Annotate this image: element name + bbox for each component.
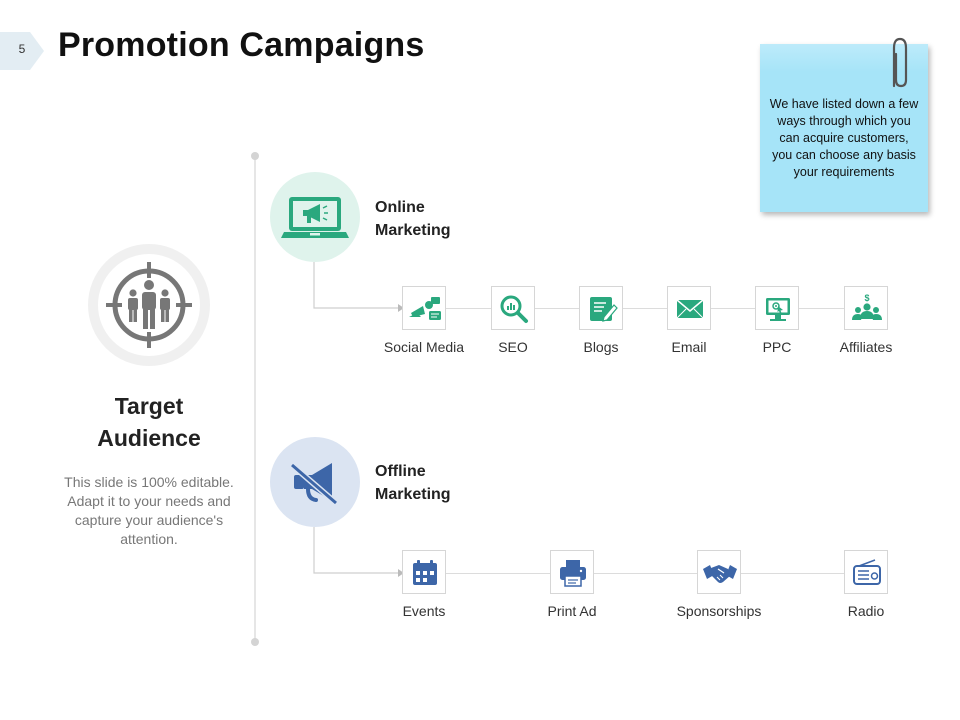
radio-icon (853, 559, 881, 585)
paperclip-icon (892, 37, 908, 88)
channel-ppc[interactable] (755, 286, 799, 330)
target-people-icon (106, 262, 192, 348)
muted-megaphone-icon (290, 462, 338, 506)
channel-seo-label: SEO (498, 339, 528, 355)
channel-radio[interactable] (844, 550, 888, 594)
channel-social-media[interactable] (402, 286, 446, 330)
channel-events-label: Events (402, 603, 446, 619)
offline-connector-arrow (313, 527, 404, 577)
ppc-monitor-icon (766, 298, 790, 321)
divider-dot-top (251, 152, 259, 160)
channel-radio-label: Radio (847, 603, 885, 619)
online-channels-line (446, 308, 868, 309)
channel-blogs[interactable] (579, 286, 623, 330)
target-audience-badge (88, 244, 210, 366)
target-audience-description: This slide is 100% editable. Adapt it to… (64, 474, 234, 547)
handshake-icon (703, 565, 737, 583)
slide-number-tab: 5 (0, 32, 44, 70)
offline-channels-line (446, 573, 868, 574)
channel-affiliates[interactable]: $ (844, 286, 888, 330)
laptop-megaphone-icon (281, 197, 349, 238)
channel-sponsorships[interactable] (697, 550, 741, 594)
channel-email[interactable] (667, 286, 711, 330)
channel-print-ad-label: Print Ad (547, 603, 597, 619)
divider-line (254, 156, 256, 642)
blog-edit-icon (590, 297, 618, 322)
sticky-note-text: We have listed down a few ways through w… (769, 97, 919, 179)
seo-magnifier-icon (500, 295, 528, 323)
channel-sponsorships-label: Sponsorships (676, 603, 762, 619)
channel-ppc-label: PPC (762, 339, 792, 355)
svg-text:$: $ (864, 293, 869, 303)
printer-icon (560, 560, 586, 587)
page-title: Promotion Campaigns (58, 26, 425, 64)
divider-dot-bottom (251, 638, 259, 646)
online-connector-arrow (313, 262, 404, 312)
channel-social-media-label: Social Media (383, 339, 465, 355)
email-envelope-icon (676, 299, 704, 319)
channel-events[interactable] (402, 550, 446, 594)
calendar-icon (413, 560, 437, 585)
channel-email-label: Email (671, 339, 707, 355)
offline-marketing-circle (270, 437, 360, 527)
channel-seo[interactable] (491, 286, 535, 330)
channel-print-ad[interactable] (550, 550, 594, 594)
online-marketing-circle (270, 172, 360, 262)
channel-affiliates-label: Affiliates (839, 339, 893, 355)
social-media-icon (409, 297, 441, 320)
affiliates-group-icon: $ (852, 293, 882, 320)
sticky-note: We have listed down a few ways through w… (760, 44, 928, 212)
channel-blogs-label: Blogs (583, 339, 619, 355)
slide-number: 5 (18, 42, 26, 56)
